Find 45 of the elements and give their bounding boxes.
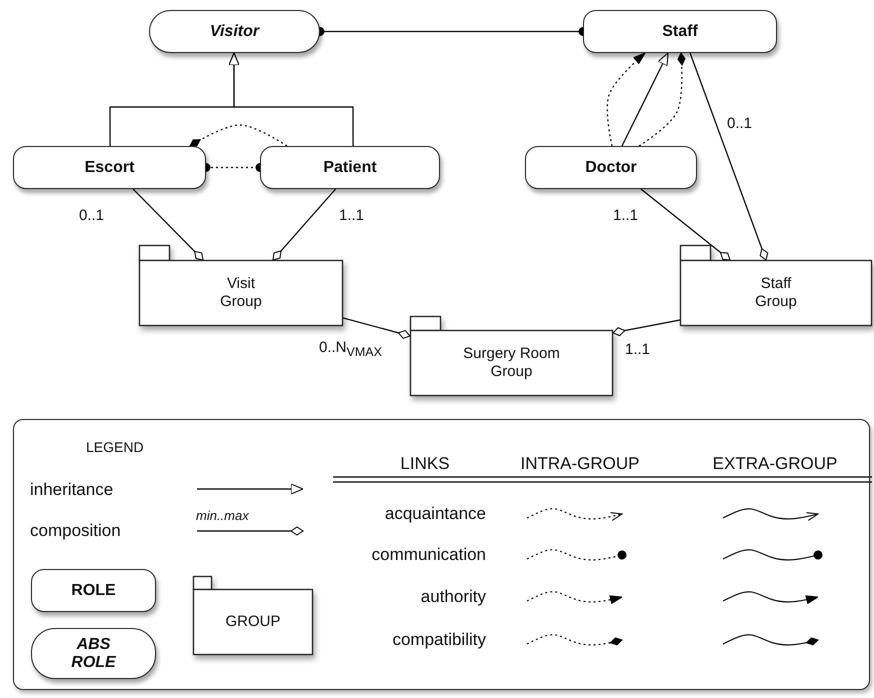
role-name: Staff bbox=[662, 22, 698, 40]
column-header: INTRA-GROUP bbox=[520, 455, 640, 472]
role-name: ABS ROLE bbox=[70, 636, 117, 672]
connector bbox=[638, 52, 686, 146]
role-name: Doctor bbox=[585, 158, 637, 176]
multiplicity-hint: min..max bbox=[196, 509, 249, 522]
role-box bbox=[583, 10, 777, 53]
group-name: Staff Group bbox=[754, 275, 798, 311]
legend-label: compatibility bbox=[391, 631, 486, 648]
legend-title: LEGEND bbox=[86, 439, 144, 455]
connector bbox=[690, 52, 768, 260]
group-name: GROUP bbox=[225, 613, 280, 631]
connector bbox=[342, 317, 410, 339]
connector bbox=[612, 319, 680, 336]
role-box bbox=[31, 628, 156, 679]
column-header: LINKS bbox=[399, 455, 451, 472]
connector bbox=[189, 124, 288, 147]
role-name: Patient bbox=[323, 158, 377, 176]
connector bbox=[272, 188, 336, 260]
group-package bbox=[193, 576, 313, 655]
connector bbox=[228, 52, 354, 146]
role-name: ROLE bbox=[71, 582, 116, 600]
connector bbox=[132, 188, 204, 260]
legend-label: inheritance bbox=[30, 481, 114, 498]
role-box bbox=[31, 569, 156, 612]
group-package bbox=[680, 245, 872, 326]
role-name: Escort bbox=[84, 158, 134, 176]
connector bbox=[606, 52, 646, 146]
legend-label: composition bbox=[30, 522, 121, 539]
legend-label: acquaintance bbox=[384, 505, 486, 522]
group-package bbox=[410, 316, 613, 396]
group-package bbox=[139, 245, 343, 326]
legend-panel bbox=[13, 419, 870, 690]
column-header: EXTRA-GROUP bbox=[712, 455, 838, 472]
role-box bbox=[260, 146, 440, 189]
role-box bbox=[149, 10, 320, 53]
group-name: Surgery Room Group bbox=[462, 345, 561, 381]
role-box bbox=[13, 146, 206, 189]
role-box bbox=[525, 146, 697, 189]
role-name: Visitor bbox=[210, 22, 260, 40]
group-name: Visit Group bbox=[219, 275, 263, 311]
legend-label: authority bbox=[420, 588, 486, 605]
connector bbox=[640, 188, 730, 260]
legend-label: communication bbox=[370, 546, 486, 563]
connector bbox=[621, 52, 668, 146]
